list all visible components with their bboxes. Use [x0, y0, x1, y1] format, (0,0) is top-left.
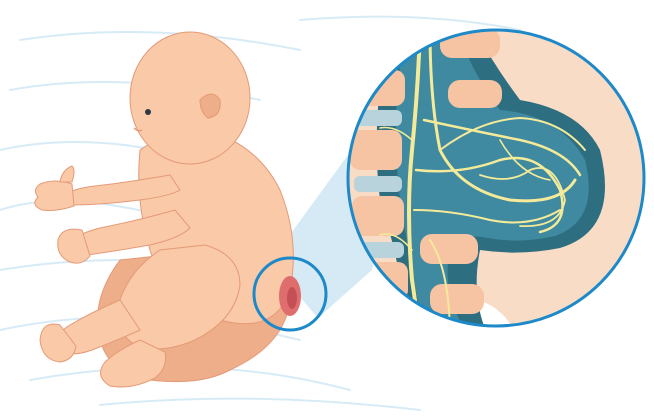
- infant-figure: [35, 32, 301, 387]
- magnified-view: [340, 20, 654, 340]
